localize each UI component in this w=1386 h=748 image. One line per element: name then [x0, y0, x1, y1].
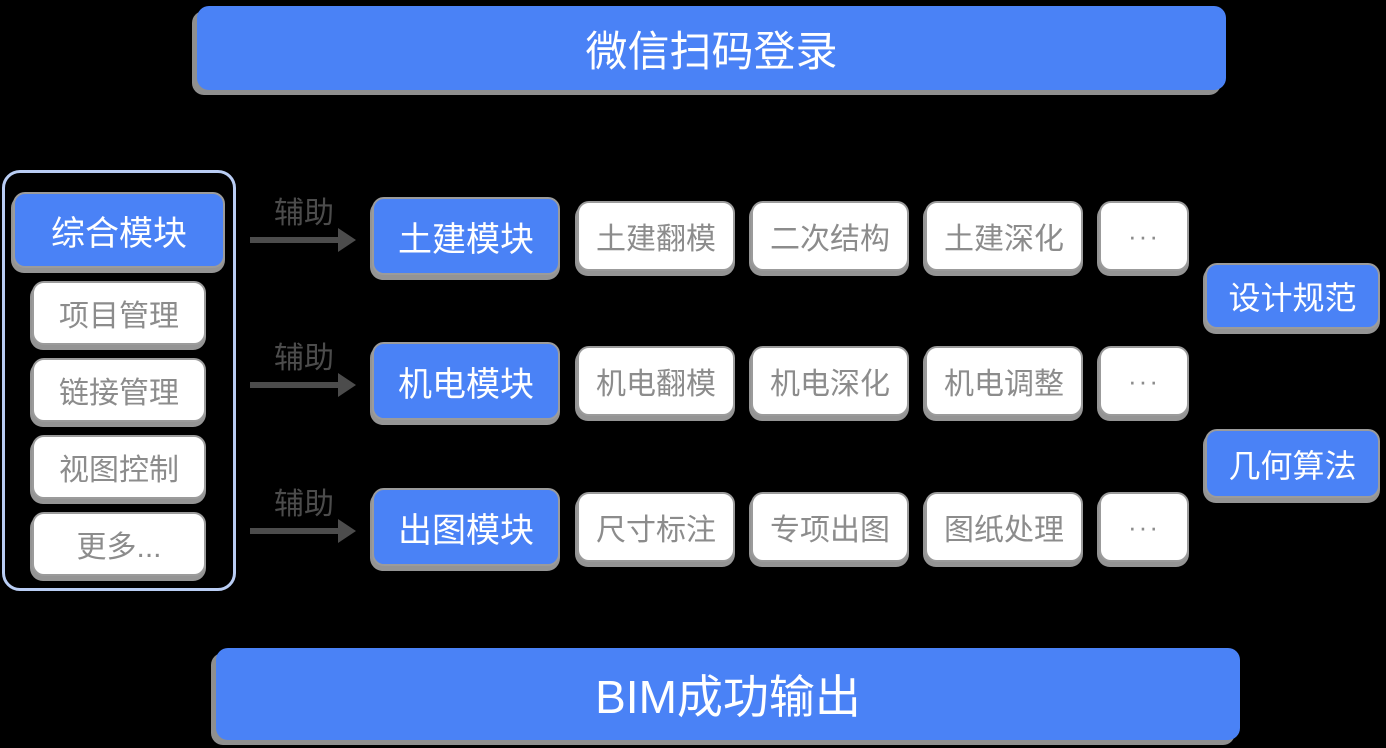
assist-connector: 辅助 — [248, 342, 360, 397]
assist-row-drawing: 辅助 出图模块 尺寸标注 专项出图 图纸处理 ··· — [248, 488, 1189, 566]
feature-node: 二次结构 — [751, 201, 909, 271]
left-panel: 综合模块 项目管理 链接管理 视图控制 更多... — [2, 170, 236, 591]
assist-label: 辅助 — [274, 197, 334, 230]
assist-connector: 辅助 — [248, 488, 360, 543]
assist-label: 辅助 — [274, 488, 334, 521]
feature-node: 专项出图 — [751, 492, 909, 562]
geometry-algorithm-node: 几何算法 — [1205, 429, 1380, 498]
feature-node: 机电翻模 — [577, 346, 735, 416]
module-node-civil: 土建模块 — [372, 197, 560, 275]
feature-node: 机电调整 — [925, 346, 1083, 416]
top-banner: 微信扫码登录 — [197, 6, 1226, 90]
left-panel-header: 综合模块 — [13, 192, 225, 268]
assist-row-civil: 辅助 土建模块 土建翻模 二次结构 土建深化 ··· — [248, 197, 1189, 275]
assist-label: 辅助 — [274, 342, 334, 375]
feature-node: 土建深化 — [925, 201, 1083, 271]
module-node-mep: 机电模块 — [372, 342, 560, 420]
feature-node: 尺寸标注 — [577, 492, 735, 562]
design-spec-node: 设计规范 — [1205, 263, 1380, 329]
feature-node: 土建翻模 — [577, 201, 735, 271]
assist-row-mep: 辅助 机电模块 机电翻模 机电深化 机电调整 ··· — [248, 342, 1189, 420]
feature-node: 机电深化 — [751, 346, 909, 416]
arrow-right-icon — [250, 519, 356, 543]
left-panel-item: 视图控制 — [32, 435, 206, 499]
module-node-drawing: 出图模块 — [372, 488, 560, 566]
assist-connector: 辅助 — [248, 197, 360, 252]
left-panel-item: 链接管理 — [32, 358, 206, 422]
more-features-node: ··· — [1099, 346, 1189, 416]
arrow-right-icon — [250, 373, 356, 397]
left-panel-item: 项目管理 — [32, 281, 206, 345]
more-features-node: ··· — [1099, 492, 1189, 562]
arrow-right-icon — [250, 228, 356, 252]
more-features-node: ··· — [1099, 201, 1189, 271]
left-panel-item: 更多... — [32, 512, 206, 576]
bottom-banner: BIM成功输出 — [216, 648, 1240, 740]
feature-node: 图纸处理 — [925, 492, 1083, 562]
